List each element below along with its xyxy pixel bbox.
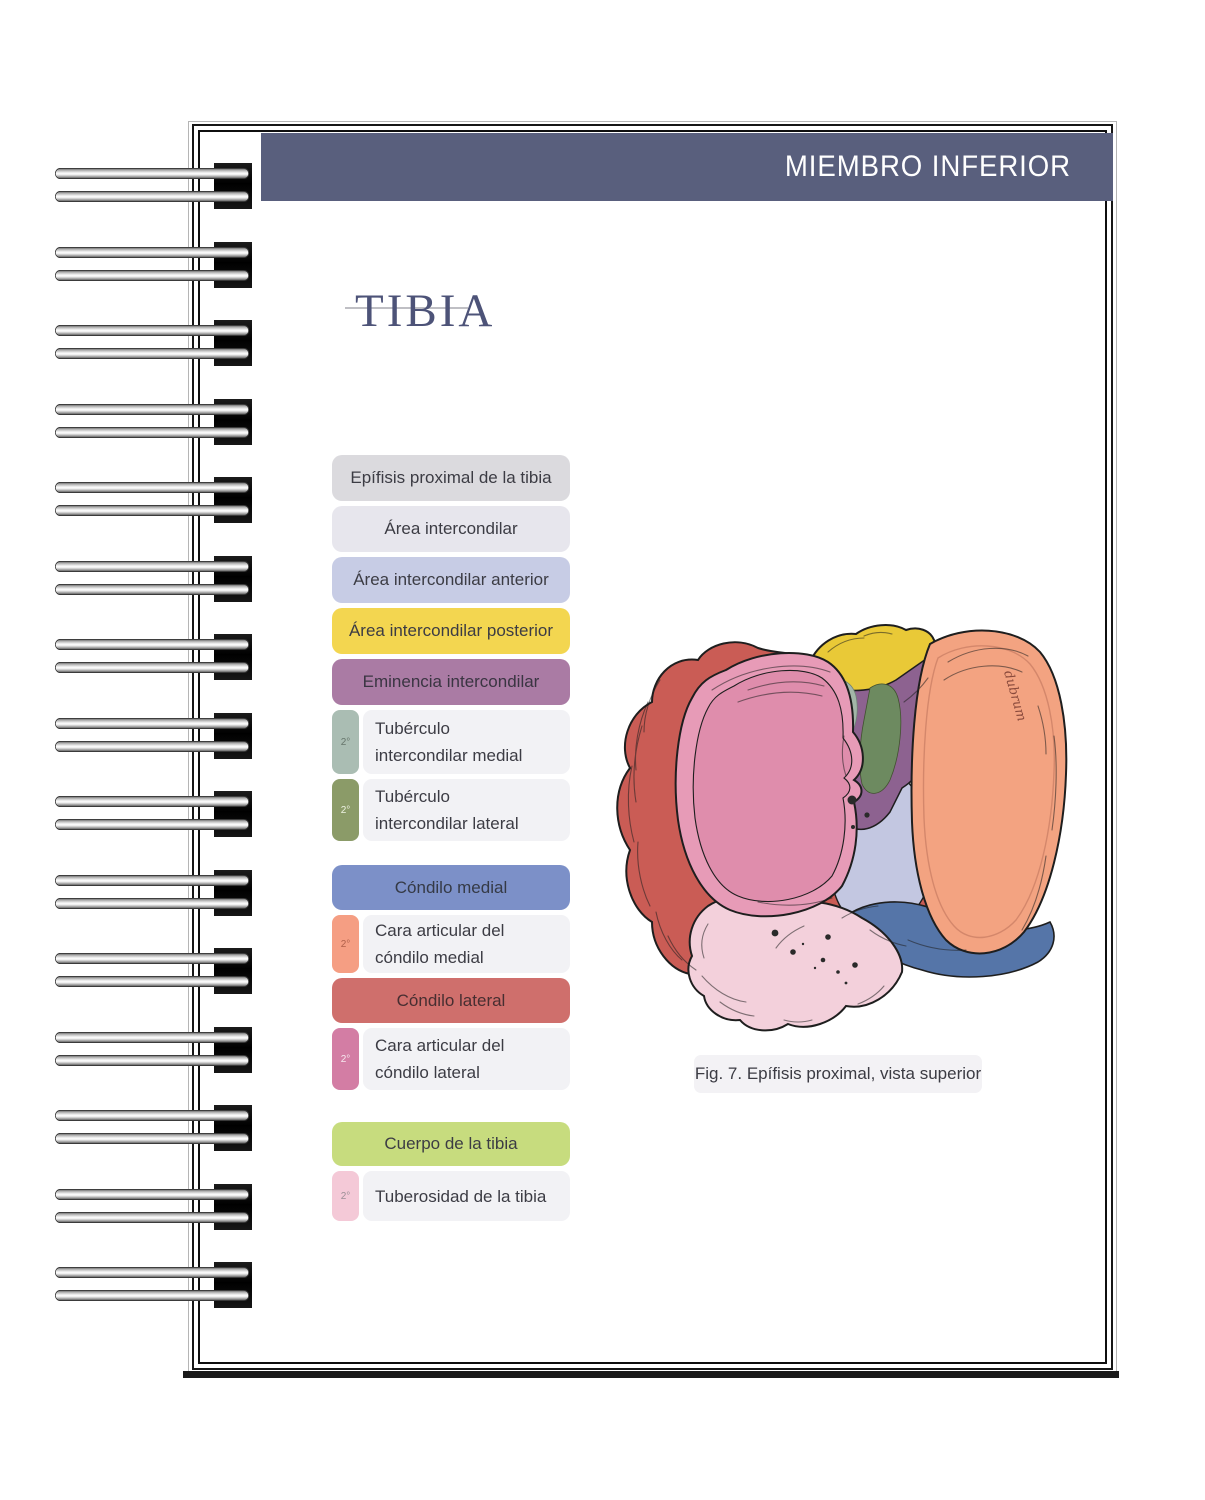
- spiral-binding-ring: [55, 634, 252, 684]
- label-condilo-lateral: Cóndilo lateral: [332, 978, 570, 1023]
- spiral-wire: [55, 740, 249, 752]
- label-text-box: Cara articular del cóndilo lateral: [363, 1028, 570, 1090]
- facet-inner-surface: [692, 669, 853, 902]
- spiral-wire: [55, 819, 249, 830]
- spiral-wire: [55, 662, 249, 673]
- spiral-binding-ring: [55, 1262, 252, 1312]
- label-text: Cóndilo lateral: [396, 990, 506, 1010]
- secondary-order-tag: 2°: [332, 1171, 359, 1221]
- label-text-line: intercondilar lateral: [375, 814, 519, 833]
- label-area-intercondilar-posterior: Área intercondilar posterior: [332, 608, 570, 654]
- spiral-wire: [55, 953, 249, 964]
- label-text-line: Tubérculo: [375, 787, 450, 806]
- spiral-binding-ring: [55, 398, 252, 449]
- spiral-wire: [55, 1133, 249, 1144]
- label-text: Área intercondilar: [384, 519, 518, 538]
- label-area-intercondilar-anterior: Área intercondilar anterior: [332, 557, 570, 603]
- label-tuberosidad-de-la-tibia: 2° Tuberosidad de la tibia: [332, 1171, 570, 1221]
- figure-caption: Fig. 7. Epífisis proximal, vista superio…: [694, 1055, 982, 1093]
- spiral-wire: [55, 796, 249, 807]
- spiral-wire: [55, 505, 249, 516]
- title-underline: [345, 307, 468, 309]
- spiral-binding-ring: [55, 241, 252, 292]
- spiral-wire: [55, 1267, 249, 1278]
- salmon-inner-contour: [922, 645, 1055, 939]
- label-text-line: cóndilo medial: [375, 948, 484, 967]
- label-text-box: Tuberosidad de la tibia: [363, 1171, 570, 1221]
- spiral-wire: [55, 1031, 249, 1043]
- spiral-wire: [55, 348, 249, 359]
- label-text: Área intercondilar posterior: [348, 621, 554, 640]
- spiral-binding-ring: [55, 1183, 252, 1234]
- label-cuerpo-de-la-tibia: Cuerpo de la tibia: [332, 1122, 570, 1166]
- label-text-line: cóndilo lateral: [375, 1063, 480, 1082]
- label-text-line: Tubérculo: [375, 719, 450, 738]
- label-eminencia-intercondilar: Eminencia intercondilar: [332, 659, 570, 705]
- spiral-binding-ring: [55, 477, 252, 527]
- secondary-order-tag: 2°: [332, 710, 359, 774]
- spiral-wire: [55, 482, 249, 493]
- label-text: Epífisis proximal de la tibia: [350, 468, 552, 487]
- label-epifisis-proximal: Epífisis proximal de la tibia: [332, 455, 570, 501]
- label-cara-articular-condilo-lateral: 2° Cara articular del cóndilo lateral: [332, 1028, 570, 1090]
- spiral-wire: [55, 1211, 249, 1223]
- spiral-wire: [55, 168, 249, 179]
- spiral-wire: [55, 269, 249, 281]
- spiral-wire: [55, 1188, 249, 1200]
- spiral-wire: [55, 325, 249, 336]
- secondary-order-tag: 2°: [332, 1028, 359, 1090]
- label-tuberculo-intercondilar-medial: 2° Tubérculo intercondilar medial: [332, 710, 570, 774]
- label-text: Área intercondilar anterior: [353, 570, 549, 589]
- secondary-order-tag: 2°: [332, 779, 359, 841]
- label-condilo-medial: Cóndilo medial: [332, 865, 570, 910]
- section-header-title: MIEMBRO INFERIOR: [784, 150, 1071, 183]
- label-text: Cuerpo de la tibia: [384, 1134, 518, 1153]
- sketch-hatching: [627, 631, 1057, 1023]
- spiral-wire: [55, 560, 249, 572]
- label-text-box: Cara articular del cóndilo medial: [363, 915, 570, 973]
- secondary-order-tag: 2°: [332, 915, 359, 973]
- label-text-box: Tubérculo intercondilar lateral: [363, 779, 570, 841]
- label-area-intercondilar: Área intercondilar: [332, 506, 570, 552]
- spiral-wire: [55, 426, 249, 438]
- spiral-binding-ring: [55, 948, 252, 998]
- label-text-line: Cara articular del: [375, 921, 505, 940]
- foramina-dots: [771, 795, 870, 985]
- spiral-wire: [55, 1290, 249, 1301]
- label-text: Eminencia intercondilar: [362, 672, 540, 691]
- spiral-binding-ring: [55, 163, 252, 213]
- label-text-line: intercondilar medial: [375, 746, 523, 765]
- spiral-wire: [55, 639, 249, 650]
- spiral-wire: [55, 246, 249, 258]
- spiral-binding-ring: [55, 555, 252, 606]
- spiral-binding-ring: [55, 869, 252, 920]
- spiral-binding-ring: [55, 320, 252, 370]
- spiral-wire: [55, 191, 249, 202]
- spiral-wire: [55, 403, 249, 415]
- region-cara-articular-condilo-medial: [910, 629, 1068, 955]
- label-text: Cóndilo medial: [394, 877, 508, 897]
- spiral-binding-ring: [55, 791, 252, 841]
- spiral-wire: [55, 874, 249, 886]
- spiral-wire: [55, 1110, 249, 1121]
- spiral-wire: [55, 1054, 249, 1066]
- spiral-binding-ring: [55, 1105, 252, 1155]
- label-text-line: Cara articular del: [375, 1036, 505, 1055]
- page-title: TIBIA: [355, 285, 496, 337]
- tibia-proximal-epiphysis-illustration: dubrum: [616, 624, 1068, 1032]
- label-text-box: Tubérculo intercondilar medial: [363, 710, 570, 774]
- section-header-bar: MIEMBRO INFERIOR: [261, 133, 1113, 201]
- spiral-wire: [55, 976, 249, 987]
- label-tuberculo-intercondilar-lateral: 2° Tubérculo intercondilar lateral: [332, 779, 570, 841]
- label-text-line: Tuberosidad de la tibia: [375, 1186, 547, 1206]
- label-cara-articular-condilo-medial: 2° Cara articular del cóndilo medial: [332, 915, 570, 973]
- spiral-binding-ring: [55, 712, 252, 763]
- spiral-wire: [55, 897, 249, 909]
- page-bottom-shadow: [183, 1371, 1119, 1378]
- spiral-binding-ring: [55, 1026, 252, 1077]
- spiral-wire: [55, 583, 249, 595]
- spiral-wire: [55, 717, 249, 729]
